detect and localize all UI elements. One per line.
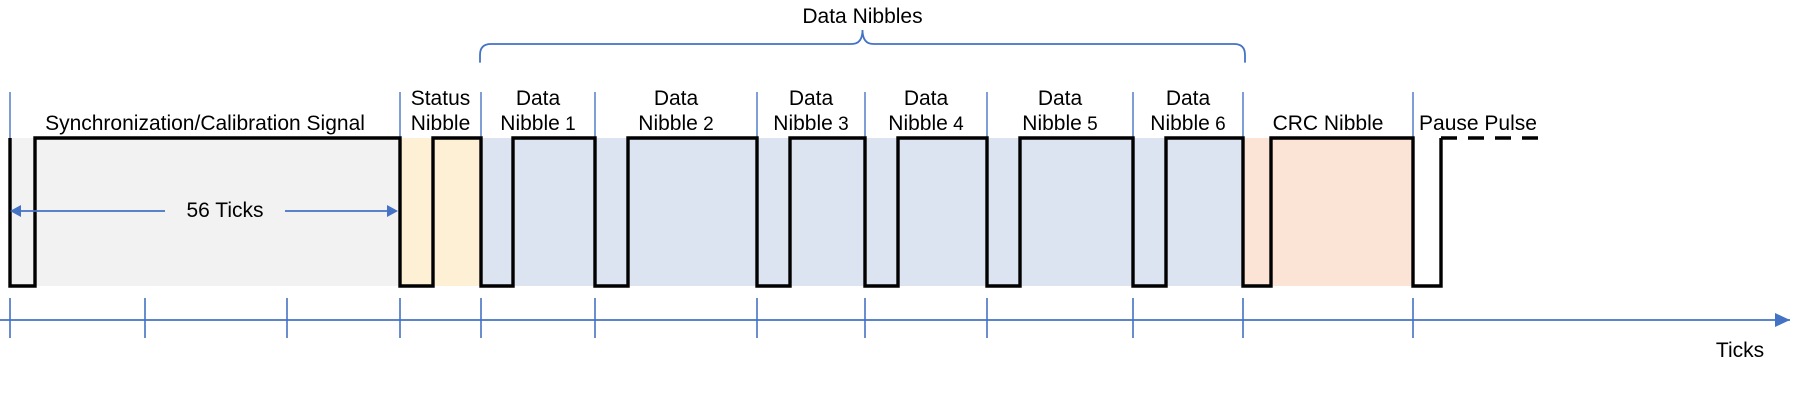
segment-fill-crc-nibble	[1243, 138, 1413, 286]
tick-axis-arrowhead	[1775, 313, 1790, 327]
segment-fill-status-nibble	[400, 138, 481, 286]
segment-fill-data-nibble-6	[1133, 138, 1243, 286]
segment-fill-data-nibble-2	[595, 138, 757, 286]
bracket-path	[479, 29, 1246, 63]
segment-fill-data-nibble-5	[987, 138, 1133, 286]
data-nibbles-bracket	[479, 29, 1246, 63]
measure-arrowhead	[387, 205, 398, 217]
signal-waveform-path	[8, 136, 1443, 288]
segment-separator-group	[9, 92, 1414, 138]
segment-fill-sync	[10, 138, 400, 286]
measure-arrowhead	[10, 205, 21, 217]
segment-fill-data-nibble-3	[757, 138, 865, 286]
segment-fill-data-nibble-4	[865, 138, 987, 286]
segment-fill-group	[10, 138, 1413, 286]
waveform-group	[8, 136, 1543, 288]
segment-fill-data-nibble-1	[481, 138, 595, 286]
tick-axis-group	[0, 298, 1790, 338]
